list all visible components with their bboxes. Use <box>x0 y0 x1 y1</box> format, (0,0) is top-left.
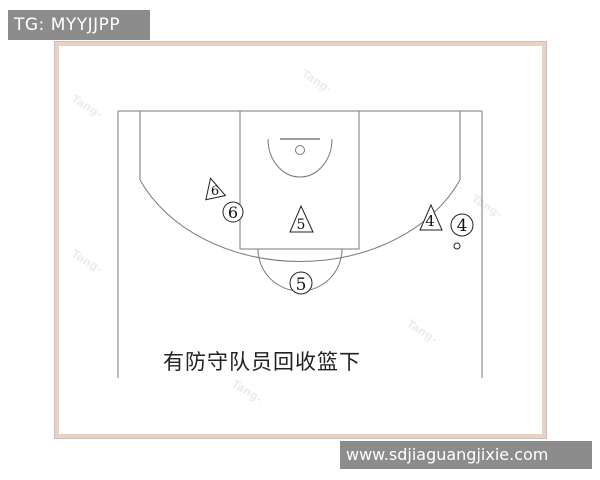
label-circle-6: 6 <box>228 203 238 222</box>
diagram-caption: 有防守队员回收篮下 <box>163 350 361 374</box>
offense-circle-6 <box>222 201 244 223</box>
watermark-top-tag: TG: MYYJJPP <box>8 10 150 40</box>
label-triangle-5: 5 <box>297 217 306 233</box>
hoop <box>295 145 305 155</box>
ball-marker <box>453 242 461 250</box>
watermark-bottom-tag: www.sdjiaguangjixie.com <box>340 441 592 469</box>
watermark-top-text: TG: MYYJJPP <box>14 15 121 35</box>
offense-circle-4 <box>450 213 474 237</box>
label-circle-4: 4 <box>457 216 468 236</box>
offense-circle-5 <box>289 271 313 295</box>
defender-triangle-5 <box>289 204 314 233</box>
label-triangle-4: 4 <box>425 212 435 230</box>
paint-lane <box>239 110 360 250</box>
defender-triangle-6 <box>205 177 227 201</box>
watermark-bottom-text: www.sdjiaguangjixie.com <box>346 445 549 464</box>
defender-triangle-4 <box>419 203 443 231</box>
label-triangle-6: 6 <box>211 184 219 199</box>
diagram-frame <box>54 41 547 439</box>
label-circle-5: 5 <box>296 275 307 295</box>
restricted-area-arc <box>267 138 333 178</box>
